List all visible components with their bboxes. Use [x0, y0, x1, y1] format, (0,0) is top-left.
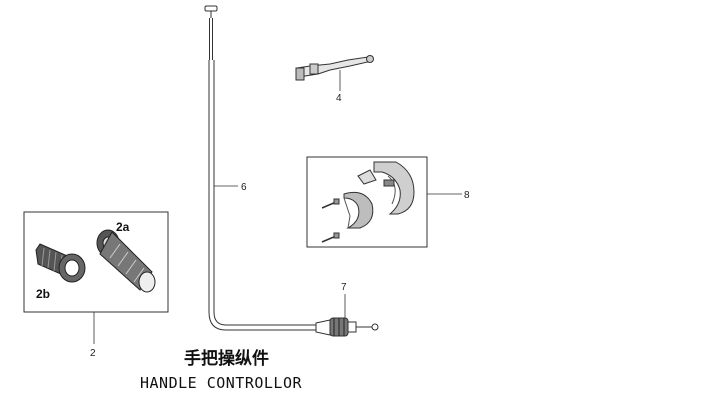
callout-7: 7: [341, 282, 347, 293]
callout-8: 8: [464, 190, 470, 201]
callout-6: 6: [241, 182, 247, 193]
callout-2a: 2a: [116, 220, 130, 234]
switch-housing-frame: [306, 156, 428, 248]
grip-assembly-frame: [23, 211, 169, 313]
grip-left: [35, 243, 86, 283]
lever-part: [295, 55, 374, 81]
throttle-cable: [204, 5, 316, 331]
switch-housing-parts: [321, 161, 415, 243]
grip-right: [96, 229, 156, 293]
callout-4: 4: [336, 93, 342, 104]
cable-end-fitting: [315, 317, 379, 337]
title-english: HANDLE CONTROLLOR: [140, 374, 302, 392]
callout-2b: 2b: [36, 287, 50, 301]
title-chinese: 手把操纵件: [184, 348, 269, 369]
callout-2: 2: [90, 348, 96, 359]
